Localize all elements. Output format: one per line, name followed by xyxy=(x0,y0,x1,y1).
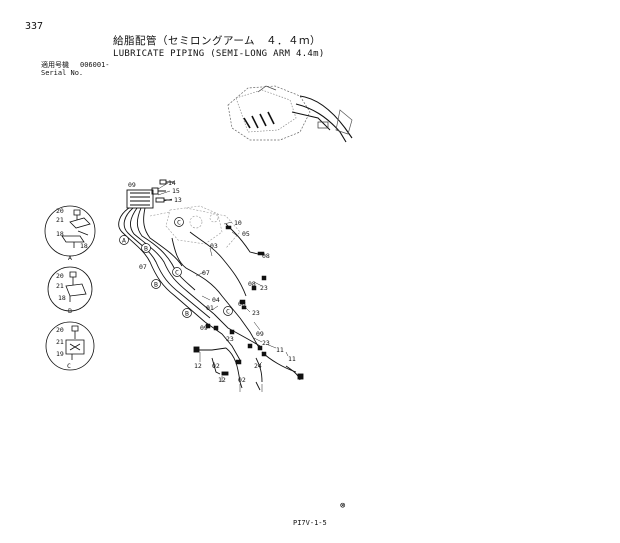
callout-12a: 12 xyxy=(194,362,202,370)
view-letter-B2: B xyxy=(154,281,158,289)
callout-09: 09 xyxy=(128,181,136,189)
callout-07a: 07 xyxy=(139,263,147,271)
callout-09c: 09 xyxy=(256,330,264,338)
view-letter-A1: A xyxy=(122,237,126,245)
callout-15: 15 xyxy=(172,187,180,195)
view-marker-A1 xyxy=(119,235,129,245)
callout-12b: 12 xyxy=(218,376,226,384)
serial-value: 006001- xyxy=(80,61,110,69)
view-marker-B3 xyxy=(182,308,192,318)
callout-11b: 11 xyxy=(288,355,296,363)
title-japanese: 給脂配管（セミロングアーム ４．４ｍ） xyxy=(113,35,322,47)
callout-02a: 02 xyxy=(212,362,220,370)
overview-sketch xyxy=(227,85,353,143)
view-marker-B2 xyxy=(151,279,161,289)
grease-block xyxy=(126,179,174,209)
view-marker-C1 xyxy=(174,217,184,227)
page-number: 337 xyxy=(25,21,44,32)
callout-08c: 08 xyxy=(238,300,246,308)
detail-c-label: C xyxy=(67,362,71,370)
callout-07b: 07 xyxy=(202,269,210,277)
view-marker-B1 xyxy=(141,243,151,253)
detail-b-label: B xyxy=(68,307,72,315)
callout-05: 05 xyxy=(242,230,250,238)
callout-08a: 08 xyxy=(262,252,270,260)
detail-b-part-2: 21 xyxy=(56,282,64,290)
callout-03: 03 xyxy=(210,242,218,250)
view-letter-C2: C xyxy=(175,269,179,277)
callout-13: 13 xyxy=(174,196,182,204)
detail-a-label: A xyxy=(68,254,72,262)
view-letter-B3: B xyxy=(185,310,189,318)
detail-b-part-1: 20 xyxy=(56,272,64,280)
view-letter-C3: C xyxy=(226,308,230,316)
detail-c-part-2: 21 xyxy=(56,338,64,346)
serial-label-japanese: 適用号機 xyxy=(41,61,69,69)
detail-a-part-2: 21 xyxy=(56,216,64,224)
detail-b xyxy=(47,266,93,312)
detail-a-part-4: 18 xyxy=(80,242,88,250)
callout-14: 14 xyxy=(168,179,176,187)
callout-23b: 23 xyxy=(252,309,260,317)
callout-24: 24 xyxy=(254,362,262,370)
callout-23d: 23 xyxy=(262,339,270,347)
callout-10: 10 xyxy=(234,219,242,227)
callout-09b: 09 xyxy=(200,324,208,332)
hose-bundle xyxy=(118,207,261,361)
reference-code: PI7V-1-5 xyxy=(293,519,327,527)
callout-11a: 11 xyxy=(276,346,284,354)
lower-hoses xyxy=(193,346,304,391)
detail-c xyxy=(45,321,95,371)
title-english: LUBRICATE PIPING (SEMI-LONG ARM 4.4m) xyxy=(113,49,325,59)
detail-a xyxy=(44,205,96,257)
view-markers xyxy=(119,217,233,318)
callout-23a: 23 xyxy=(260,284,268,292)
detail-c-part-1: 20 xyxy=(56,326,64,334)
callout-04: 04 xyxy=(212,296,220,304)
detail-a-part-3: 18 xyxy=(56,230,64,238)
view-letter-B1: B xyxy=(144,245,148,253)
detail-c-part-3: 19 xyxy=(56,350,64,358)
structure-outline xyxy=(149,205,241,249)
detail-b-part-3: 18 xyxy=(58,294,66,302)
callout-02b: 02 xyxy=(238,376,246,384)
serial-label-english: Serial No. xyxy=(41,69,84,77)
view-marker-C2 xyxy=(172,267,182,277)
view-marker-C3 xyxy=(223,306,233,316)
callout-08b: 08 xyxy=(248,280,256,288)
callout-23c: 23 xyxy=(226,335,234,343)
view-letter-C1: C xyxy=(177,219,181,227)
detail-a-part-1: 20 xyxy=(56,207,64,215)
callout-01: 01 xyxy=(206,304,214,312)
registration-mark: ⊗ xyxy=(340,501,346,511)
leader-lines xyxy=(157,182,289,392)
